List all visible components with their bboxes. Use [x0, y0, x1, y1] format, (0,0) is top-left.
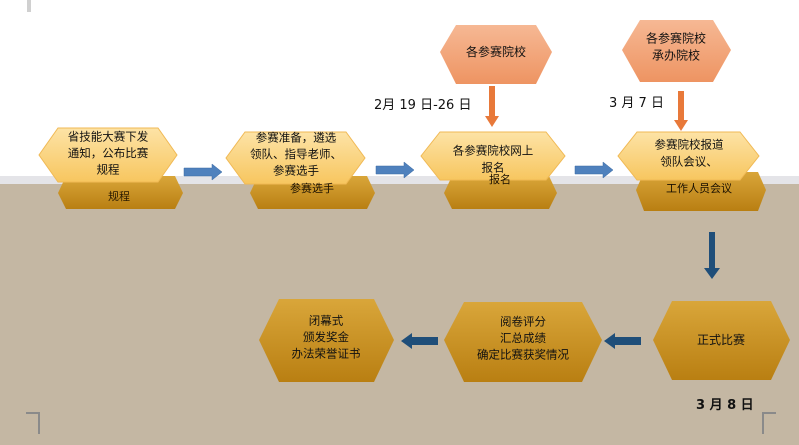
step7-label: 闭幕式颁发奖金办法荣誉证书: [292, 313, 361, 360]
page-corner-mark-right: [762, 412, 776, 434]
label-line: 汇总成绩: [500, 331, 546, 345]
label-line: 各参赛院校: [466, 44, 526, 59]
label-line: 参赛院校报道: [655, 138, 724, 152]
arrow-3-to-4: [574, 161, 614, 179]
label-line: 领队会议、: [660, 154, 718, 168]
step2-back-label: 参赛选手: [290, 181, 334, 195]
label-line: 正式比赛: [697, 332, 745, 347]
label-line: 承办院校: [652, 48, 700, 63]
schools-hex-2: [622, 20, 731, 82]
schools2-label: 各参赛院校承办院校: [646, 30, 706, 62]
step6-label: 阅卷评分汇总成绩确定比赛获奖情况: [477, 314, 569, 361]
step1-hex-back: [58, 176, 183, 209]
label-line: 参赛准备，遴选: [256, 130, 337, 144]
step3-label: 各参赛院校网上报名: [453, 144, 534, 175]
step3-back-label: 报名: [489, 172, 511, 186]
label-line: 各参赛院校: [646, 30, 706, 45]
step5-label: 正式比赛: [697, 332, 745, 347]
label-line: 确定比赛获奖情况: [477, 348, 569, 362]
step4-hex-back: [636, 172, 766, 211]
date-competition: 3 月 8 日: [696, 398, 754, 413]
label-line: 阅卷评分: [500, 314, 546, 328]
step1-hex: [38, 127, 178, 183]
step3-hex: [420, 131, 566, 181]
arrow-1-to-2: [183, 163, 223, 181]
arrow-4-to-5: [704, 232, 720, 279]
arrow-schools2-down: [674, 91, 688, 131]
label-line: 通知，公布比赛: [68, 146, 149, 160]
label-line: 领队、指导老师、: [250, 147, 342, 161]
label-line: 闭幕式: [309, 313, 344, 327]
label-line: 规程: [97, 163, 120, 177]
label-line: 参赛选手: [273, 164, 319, 178]
page-corner-mark-left: [26, 412, 40, 434]
step1-back-label: 规程: [108, 189, 130, 203]
step5-hex: [653, 301, 790, 380]
step4-back-label: 工作人员会议: [666, 182, 732, 195]
step4-label: 参赛院校报道领队会议、: [655, 138, 724, 169]
label-line: 报名: [482, 160, 505, 174]
label-line: 颁发奖金: [303, 330, 349, 344]
arrow-2-to-3: [375, 161, 415, 179]
step3-hex-back: [444, 176, 557, 209]
step4-hex: [617, 131, 760, 181]
arrow-6-to-7: [401, 333, 438, 349]
step2-label: 参赛准备，遴选领队、指导老师、参赛选手: [250, 130, 342, 177]
background-divider: [0, 176, 799, 184]
schools-hex-1: [440, 25, 552, 84]
step7-hex: [259, 299, 394, 382]
label-line: 省技能大赛下发: [68, 129, 149, 143]
label-line: 各参赛院校网上: [453, 144, 534, 158]
arrow-5-to-6: [604, 333, 641, 349]
date-registration: 2月 19 日-26 日: [374, 98, 471, 113]
step2-hex: [225, 131, 366, 185]
label-line: 办法荣誉证书: [292, 347, 361, 361]
step1-label: 省技能大赛下发通知，公布比赛规程: [68, 129, 149, 176]
arrow-schools1-down: [485, 86, 499, 127]
date-check-in: 3 月 7 日: [609, 96, 664, 111]
page-margin-mark: [27, 0, 31, 12]
schools1-label: 各参赛院校: [466, 44, 526, 59]
step6-hex: [444, 302, 602, 382]
